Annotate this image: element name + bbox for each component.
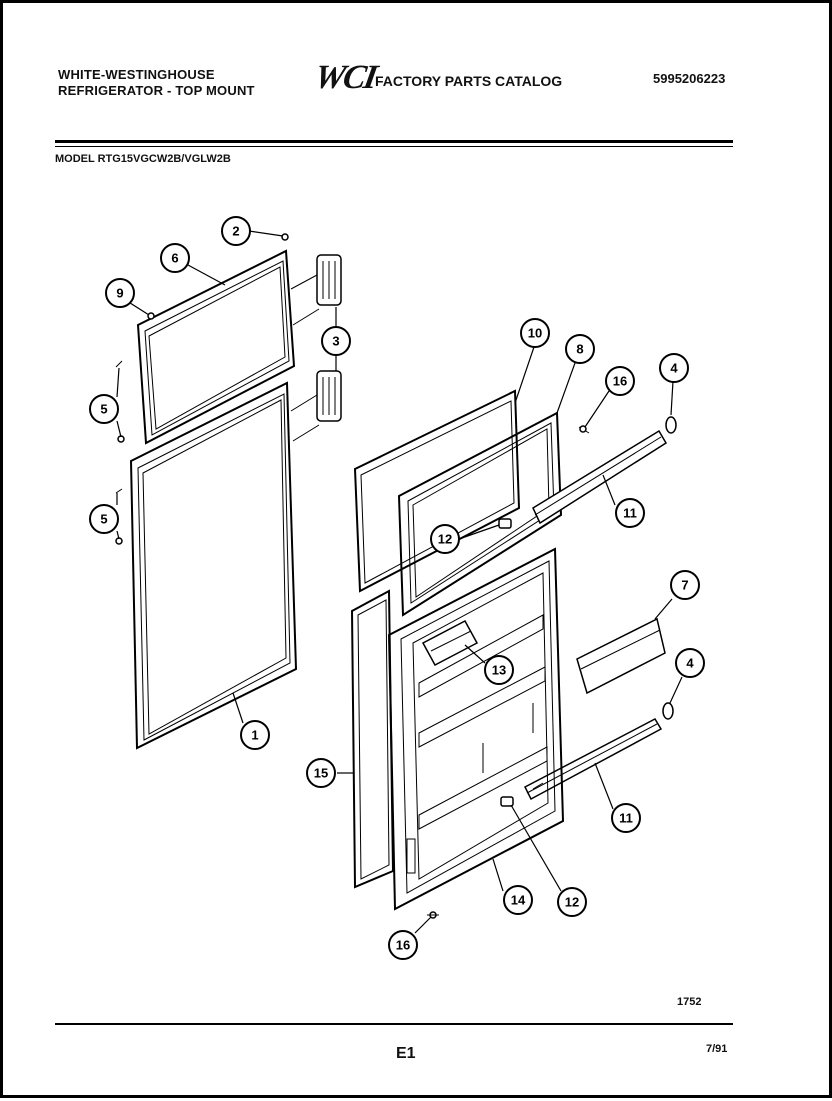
callout-1-label: 1 bbox=[251, 728, 258, 743]
callout-11-lower-label: 11 bbox=[619, 811, 633, 826]
callout-11-upper: 11 bbox=[615, 498, 645, 528]
callout-7: 7 bbox=[670, 570, 700, 600]
hinge-cover-upper bbox=[316, 254, 342, 306]
page-code: E1 bbox=[396, 1045, 416, 1062]
fresh-food-door-seal bbox=[350, 589, 395, 889]
catalog-part-number: 5995206223 bbox=[653, 71, 726, 86]
brand-line-2: REFRIGERATOR - TOP MOUNT bbox=[58, 83, 255, 98]
door-handle-upper bbox=[532, 429, 668, 525]
screw-lower bbox=[427, 911, 439, 919]
footer-rule bbox=[55, 1023, 733, 1025]
callout-6: 6 bbox=[160, 243, 190, 273]
catalog-title: FACTORY PARTS CATALOG bbox=[375, 73, 563, 89]
callout-15-label: 15 bbox=[314, 766, 328, 781]
callout-12-upper: 12 bbox=[430, 524, 460, 554]
freezer-door-gasket bbox=[136, 249, 296, 445]
exploded-door-diagram: 1 2 3 4 4 5 5 6 7 8 9 10 11 11 12 12 13 … bbox=[89, 216, 705, 960]
callout-13-label: 13 bbox=[492, 663, 506, 678]
model-line: MODEL RTG15VGCW2B/VGLW2B bbox=[55, 153, 231, 165]
callout-8-label: 8 bbox=[576, 342, 583, 357]
callout-5-upper: 5 bbox=[89, 394, 119, 424]
callout-12-lower-label: 12 bbox=[565, 895, 579, 910]
handle-trim bbox=[576, 617, 666, 695]
callout-4-lower-label: 4 bbox=[686, 656, 694, 671]
callout-13: 13 bbox=[484, 655, 514, 685]
callout-5-lower: 5 bbox=[89, 504, 119, 534]
hinge-cover-lower bbox=[316, 370, 342, 422]
callout-4-lower: 4 bbox=[675, 648, 705, 678]
catalog-date: 7/91 bbox=[706, 1043, 728, 1055]
callout-9: 9 bbox=[105, 278, 135, 308]
handle-end-cap-upper bbox=[665, 416, 677, 434]
fresh-food-door-gasket bbox=[129, 381, 298, 750]
callout-3: 3 bbox=[321, 326, 351, 356]
fresh-food-inner-door bbox=[387, 547, 565, 911]
callout-16-lower-label: 16 bbox=[396, 938, 410, 953]
callout-3-label: 3 bbox=[332, 334, 339, 349]
handle-end-cap-lower bbox=[662, 702, 674, 720]
clip-lower bbox=[500, 796, 514, 807]
door-handle-lower bbox=[523, 718, 663, 801]
leader-lines bbox=[116, 230, 683, 934]
callout-1: 1 bbox=[240, 720, 270, 750]
brand-line-1: WHITE-WESTINGHOUSE bbox=[58, 67, 215, 82]
header-rule-thin bbox=[55, 146, 733, 147]
callout-11-lower: 11 bbox=[611, 803, 641, 833]
callout-10: 10 bbox=[520, 318, 550, 348]
callout-14: 14 bbox=[503, 885, 533, 915]
callout-2-label: 2 bbox=[232, 224, 239, 239]
callout-9-label: 9 bbox=[116, 286, 123, 301]
clip-upper bbox=[498, 518, 512, 529]
screw-upper bbox=[578, 425, 590, 434]
callout-12-lower: 12 bbox=[557, 887, 587, 917]
callout-14-label: 14 bbox=[511, 893, 526, 908]
callout-10-label: 10 bbox=[528, 326, 542, 341]
callout-5-lower-label: 5 bbox=[100, 512, 107, 527]
callout-12-upper-label: 12 bbox=[438, 532, 452, 547]
header-rule-thick bbox=[55, 140, 733, 143]
callout-2: 2 bbox=[221, 216, 251, 246]
callout-11-upper-label: 11 bbox=[623, 506, 637, 521]
callout-6-label: 6 bbox=[171, 251, 178, 266]
freezer-inner-liner bbox=[353, 389, 521, 593]
callout-16-upper-label: 16 bbox=[613, 374, 627, 389]
callout-15: 15 bbox=[306, 758, 336, 788]
callout-7-label: 7 bbox=[681, 578, 688, 593]
brand-block: WHITE-WESTINGHOUSE REFRIGERATOR - TOP MO… bbox=[58, 67, 255, 99]
callout-4-upper-label: 4 bbox=[670, 361, 678, 376]
callout-5-upper-label: 5 bbox=[100, 402, 107, 417]
callout-8: 8 bbox=[565, 334, 595, 364]
callout-16-lower: 16 bbox=[388, 930, 418, 960]
figure-number: 1752 bbox=[677, 996, 702, 1008]
callout-16-upper: 16 bbox=[605, 366, 635, 396]
callout-4-upper: 4 bbox=[659, 353, 689, 383]
